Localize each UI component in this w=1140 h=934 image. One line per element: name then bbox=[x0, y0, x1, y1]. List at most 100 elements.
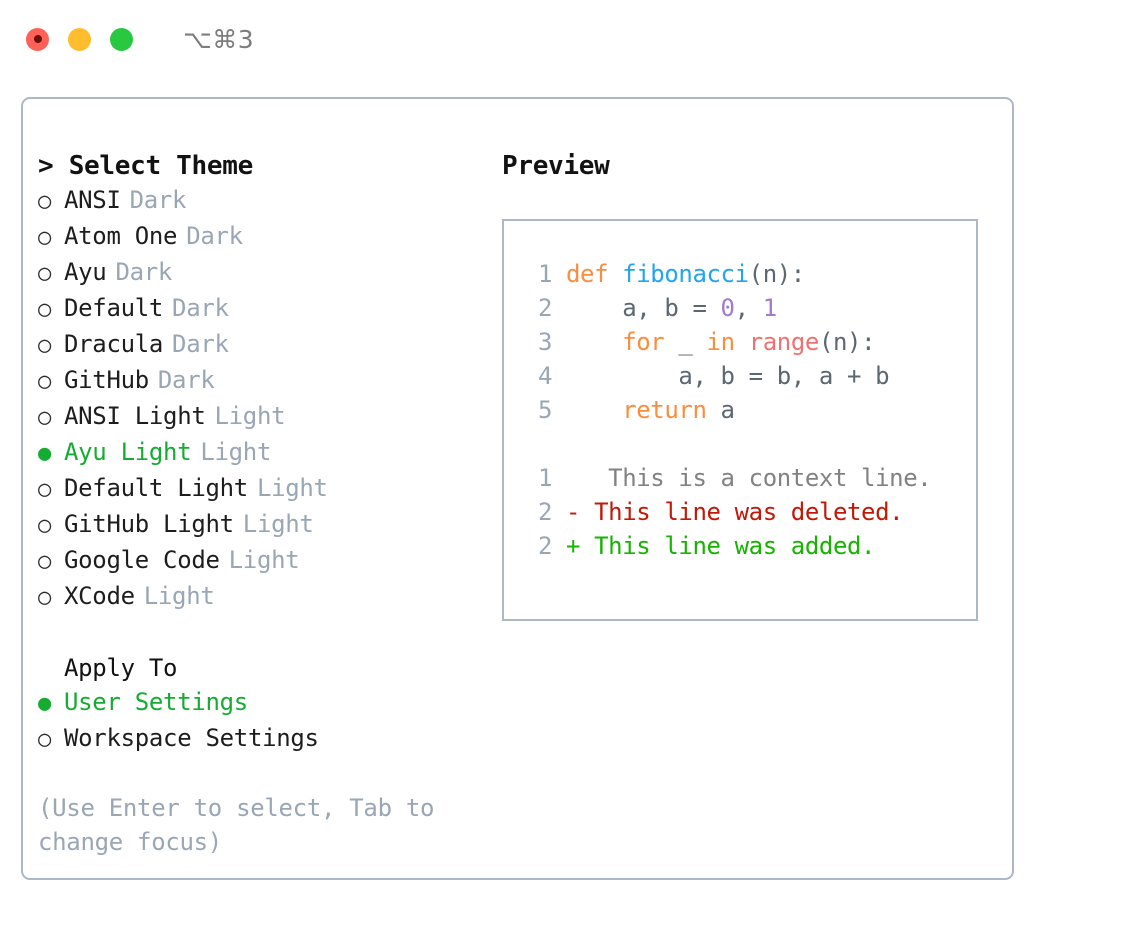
traffic-lights bbox=[26, 27, 133, 51]
diff-marker: - bbox=[566, 498, 581, 526]
theme-option-dracula[interactable]: ○ Dracula Dark bbox=[38, 327, 488, 363]
code-token-pl: a, b = b, a + b bbox=[566, 362, 890, 390]
keyboard-shortcut-label: ⌥⌘3 bbox=[183, 24, 255, 54]
theme-option-tag: Dark bbox=[172, 294, 229, 322]
theme-option-label: GitHub bbox=[64, 366, 149, 394]
code-token-num: 1 bbox=[762, 294, 777, 322]
titlebar: ⌥⌘3 bbox=[0, 0, 1140, 78]
theme-option-label: ANSI Light bbox=[64, 402, 206, 430]
theme-option-ayu-light[interactable]: ● Ayu Light Light bbox=[38, 435, 488, 471]
maximize-button-icon[interactable] bbox=[110, 27, 133, 51]
apply-to-heading: Apply To bbox=[64, 654, 178, 682]
theme-option-ansi-light[interactable]: ○ ANSI Light Light bbox=[38, 399, 488, 435]
radio-unselected-icon: ○ bbox=[38, 333, 51, 358]
theme-option-label: Atom One bbox=[64, 222, 178, 250]
apply-to-option-user-settings[interactable]: ●User Settings bbox=[38, 685, 488, 721]
diff-line: 2+ This line was added. bbox=[518, 529, 976, 563]
code-token-kw: for bbox=[622, 328, 665, 356]
theme-option-default[interactable]: ○ Default Dark bbox=[38, 291, 488, 327]
theme-option-github[interactable]: ○ GitHub Dark bbox=[38, 363, 488, 399]
theme-option-tag: Light bbox=[143, 582, 215, 610]
code-line-content: return a bbox=[566, 393, 735, 427]
theme-option-tag: Dark bbox=[172, 330, 229, 358]
diff-line-content: This line was deleted. bbox=[580, 498, 904, 526]
radio-unselected-icon: ○ bbox=[38, 369, 51, 394]
code-token-fn: fibonacci bbox=[622, 260, 749, 288]
diff-line-content: This line was added. bbox=[580, 532, 876, 560]
radio-unselected-icon: ○ bbox=[38, 405, 51, 430]
apply-to-option-label: Workspace Settings bbox=[64, 724, 319, 752]
radio-unselected-icon: ○ bbox=[38, 477, 51, 502]
code-token-kw: in bbox=[706, 328, 736, 356]
code-token-pl bbox=[566, 328, 622, 356]
code-token-pl: (n): bbox=[818, 328, 876, 356]
theme-option-ayu[interactable]: ○ Ayu Dark bbox=[38, 255, 488, 291]
code-token-pl: , bbox=[734, 294, 763, 322]
record-dot-icon bbox=[33, 35, 42, 43]
code-line: 5 return a bbox=[518, 393, 976, 427]
code-line-content: def fibonacci(n): bbox=[566, 257, 805, 291]
code-line-number: 1 bbox=[537, 260, 552, 288]
code-line-number: 4 bbox=[537, 362, 552, 390]
radio-unselected-icon: ○ bbox=[38, 297, 51, 322]
radio-unselected-icon: ○ bbox=[38, 513, 51, 538]
theme-option-tag: Light bbox=[228, 546, 300, 574]
radio-unselected-icon: ○ bbox=[38, 261, 51, 286]
theme-option-github-light[interactable]: ○ GitHub Light Light bbox=[38, 507, 488, 543]
diff-marker: + bbox=[566, 532, 581, 560]
minimize-button-icon[interactable] bbox=[68, 27, 91, 51]
code-token-pl bbox=[566, 396, 622, 424]
code-token-pl: a, b = bbox=[566, 294, 721, 322]
theme-option-tag: Dark bbox=[186, 222, 243, 250]
close-button-icon[interactable] bbox=[26, 27, 49, 51]
code-line-number: 3 bbox=[537, 328, 552, 356]
theme-option-google-code[interactable]: ○ Google Code Light bbox=[38, 543, 488, 579]
theme-option-tag: Dark bbox=[115, 258, 173, 286]
diff-marker bbox=[566, 461, 580, 495]
theme-option-tag: Light bbox=[214, 402, 286, 430]
keyboard-hint-text: (Use Enter to select, Tab to change focu… bbox=[38, 794, 435, 856]
code-token-bi: range bbox=[748, 328, 820, 356]
diff-line: 2- This line was deleted. bbox=[518, 495, 976, 529]
theme-option-label: Default bbox=[64, 294, 164, 322]
theme-option-tag: Dark bbox=[129, 186, 187, 214]
code-token-kw: def bbox=[566, 260, 623, 288]
code-line: 4 a, b = b, a + b bbox=[518, 359, 976, 393]
theme-option-label: GitHub Light bbox=[64, 510, 234, 538]
radio-unselected-icon: ○ bbox=[38, 549, 51, 574]
theme-option-label: XCode bbox=[64, 582, 135, 610]
code-line-number: 2 bbox=[537, 294, 552, 322]
theme-option-label: Dracula bbox=[64, 330, 164, 358]
theme-option-label: ANSI bbox=[64, 186, 121, 214]
theme-option-tag: Light bbox=[200, 438, 272, 466]
diff-snippet: 1 This is a context line.2- This line wa… bbox=[518, 461, 976, 563]
radio-selected-icon: ● bbox=[38, 441, 51, 466]
theme-option-tag: Light bbox=[256, 474, 328, 502]
theme-option-label: Google Code bbox=[64, 546, 220, 574]
code-token-pl bbox=[735, 328, 749, 356]
radio-unselected-icon: ○ bbox=[38, 189, 51, 214]
theme-option-tag: Light bbox=[242, 510, 314, 538]
code-line: 2 a, b = 0, 1 bbox=[518, 291, 976, 325]
apply-to-option-label: User Settings bbox=[64, 688, 248, 716]
diff-line-number: 1 bbox=[537, 464, 552, 492]
theme-option-label: Ayu Light bbox=[64, 438, 192, 466]
theme-option-tag: Dark bbox=[157, 366, 215, 394]
radio-unselected-icon: ○ bbox=[38, 727, 51, 752]
apply-to-option-workspace-settings[interactable]: ○ Workspace Settings bbox=[38, 721, 488, 757]
preview-heading: Preview bbox=[502, 151, 610, 181]
code-token-kw: return bbox=[622, 396, 707, 424]
theme-option-ansi[interactable]: ○ ANSI Dark bbox=[38, 183, 488, 219]
radio-unselected-icon: ○ bbox=[38, 225, 51, 250]
theme-option-label: Ayu bbox=[64, 258, 107, 286]
theme-option-atom-one[interactable]: ○ Atom One Dark bbox=[38, 219, 488, 255]
code-token-pl: (n): bbox=[748, 260, 806, 288]
